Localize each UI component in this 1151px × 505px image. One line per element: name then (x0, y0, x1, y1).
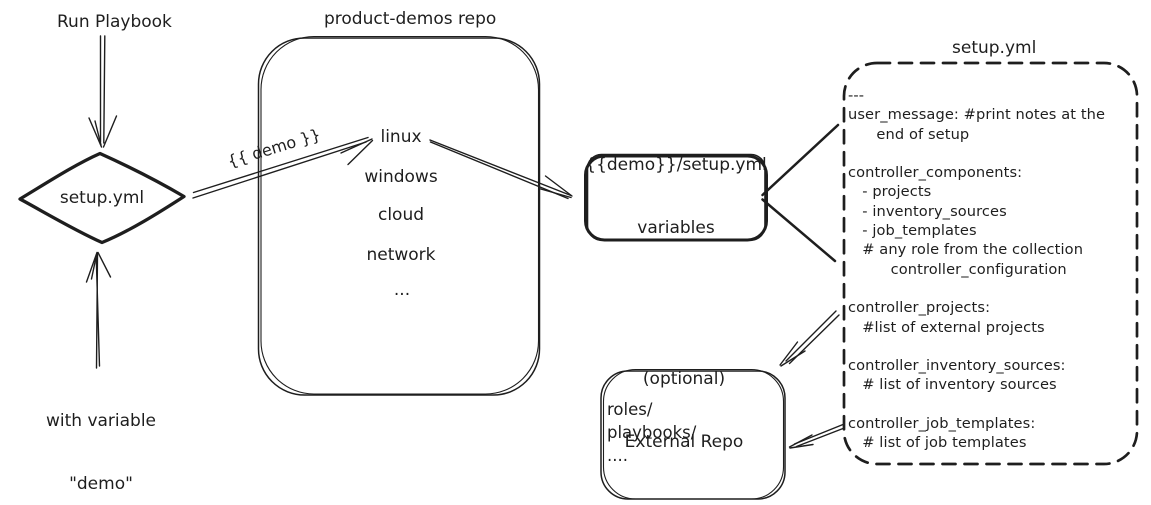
with-variable-label: with variable "demo" (46, 369, 156, 505)
variables-box-label: {{demo}}/setup.yml variables (585, 113, 767, 281)
setup-diamond-label: setup.yml (59, 187, 145, 208)
projects-to-external-arrow (779, 310, 840, 367)
demo-arrow (192, 136, 374, 199)
repo-item-ellipsis: ... (393, 279, 411, 300)
setup-yml-content: --- user_message: #print notes at the en… (848, 87, 1106, 452)
external-repo-content: roles/ playbooks/ .... (607, 400, 697, 465)
repo-item-cloud: cloud (377, 204, 425, 225)
variables-box (584, 153, 768, 242)
job-templates-to-external-arrow (788, 423, 844, 449)
repo-title: product-demos repo (324, 9, 497, 29)
repo-item-windows: windows (364, 166, 438, 187)
setup-diamond (18, 151, 186, 245)
linux-to-variables-arrow (429, 139, 573, 200)
repo-item-linux: linux (380, 126, 422, 147)
external-repo-caption: (optional) External Repo (625, 327, 744, 495)
setup-yml-title: setup.yml (952, 38, 1037, 58)
run-playbook-arrow (88, 35, 118, 148)
external-repo-caption-line2: External Repo (624, 432, 744, 452)
with-variable-line1: with variable (45, 411, 157, 431)
with-variable-arrow (85, 251, 112, 369)
run-playbook-label: Run Playbook (57, 12, 172, 32)
setup-yml-dashed-box (842, 61, 1139, 466)
variables-to-setup-fan-lines (761, 123, 840, 263)
repo-item-network: network (366, 244, 436, 265)
with-variable-line2: "demo" (69, 474, 133, 494)
variables-box-line2: variables (637, 218, 715, 238)
variables-box-line1: {{demo}}/setup.yml (585, 155, 767, 175)
product-demos-repo-box (257, 35, 541, 396)
external-repo-box (600, 368, 786, 500)
external-repo-caption-line1: (optional) (642, 369, 726, 389)
